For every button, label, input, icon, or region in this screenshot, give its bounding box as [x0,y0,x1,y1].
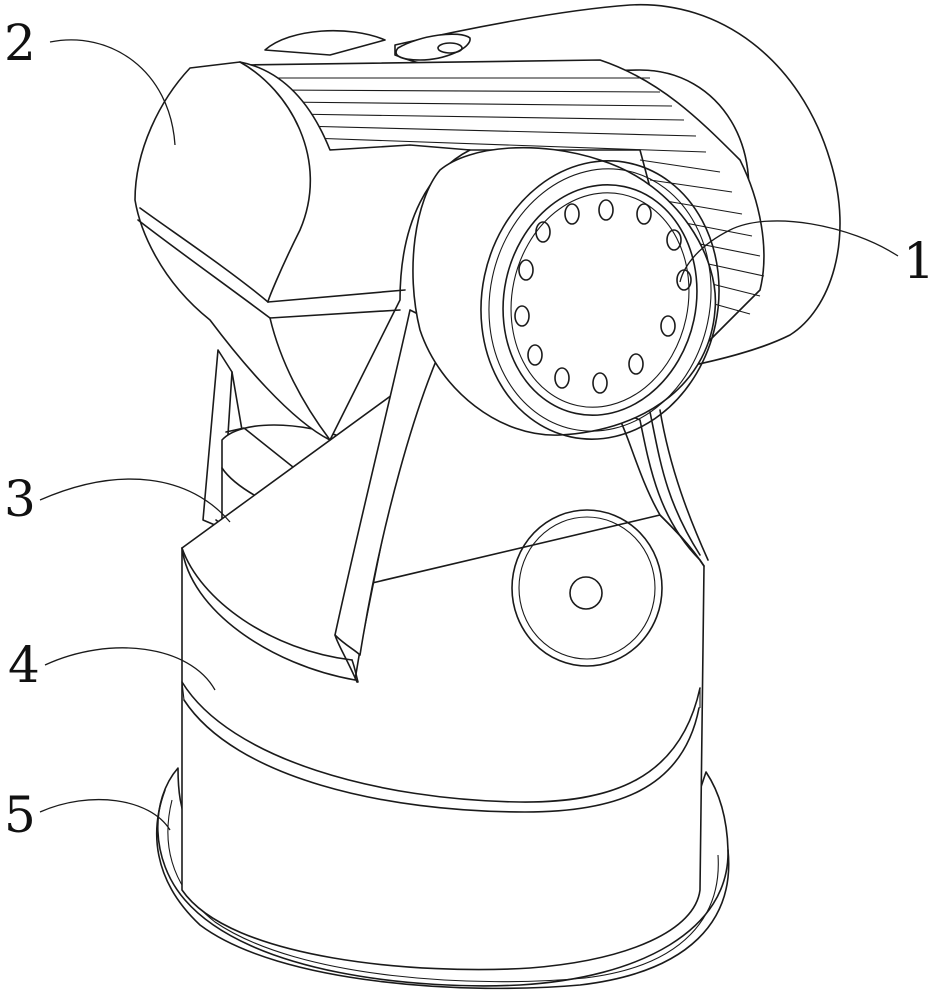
ribs [260,77,765,315]
head-front [134,61,471,441]
leader-5 [39,798,171,831]
callout-2: 2 [4,14,36,72]
leader-3 [39,478,231,523]
leader-2 [49,39,176,146]
callouts: 1 2 3 4 5 [4,14,935,844]
leader-4 [44,647,216,691]
leader-1 [679,220,899,283]
callout-5: 5 [4,786,36,844]
tower [181,309,705,683]
head-back-arc [239,3,841,369]
side-port [511,509,663,667]
callout-1: 1 [903,232,935,290]
leader-lines [39,39,899,831]
callout-3: 3 [4,470,36,528]
lens-assembly [412,146,720,561]
ir-leds [514,199,692,394]
callout-4: 4 [8,636,40,694]
